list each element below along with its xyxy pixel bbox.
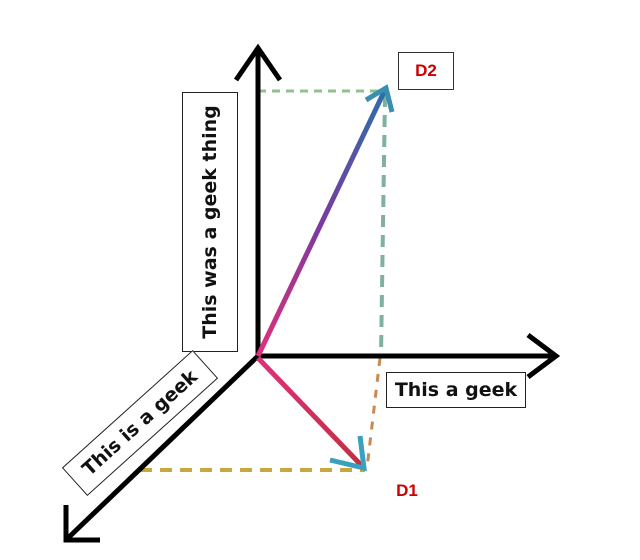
d2-projection-vertical <box>379 94 387 356</box>
vector-d2 <box>255 84 395 358</box>
d1-label: D1 <box>380 472 434 510</box>
vector-d1 <box>256 356 367 472</box>
d1-projection-vertical <box>365 357 382 469</box>
vertical-axis <box>233 43 283 358</box>
diagonal-axis <box>63 354 260 543</box>
vertical-axis-label: This was a geek thing <box>182 92 238 352</box>
d2-label: D2 <box>398 52 454 90</box>
horizontal-axis-label: This a geek <box>386 372 526 408</box>
horizontal-axis <box>256 333 561 379</box>
